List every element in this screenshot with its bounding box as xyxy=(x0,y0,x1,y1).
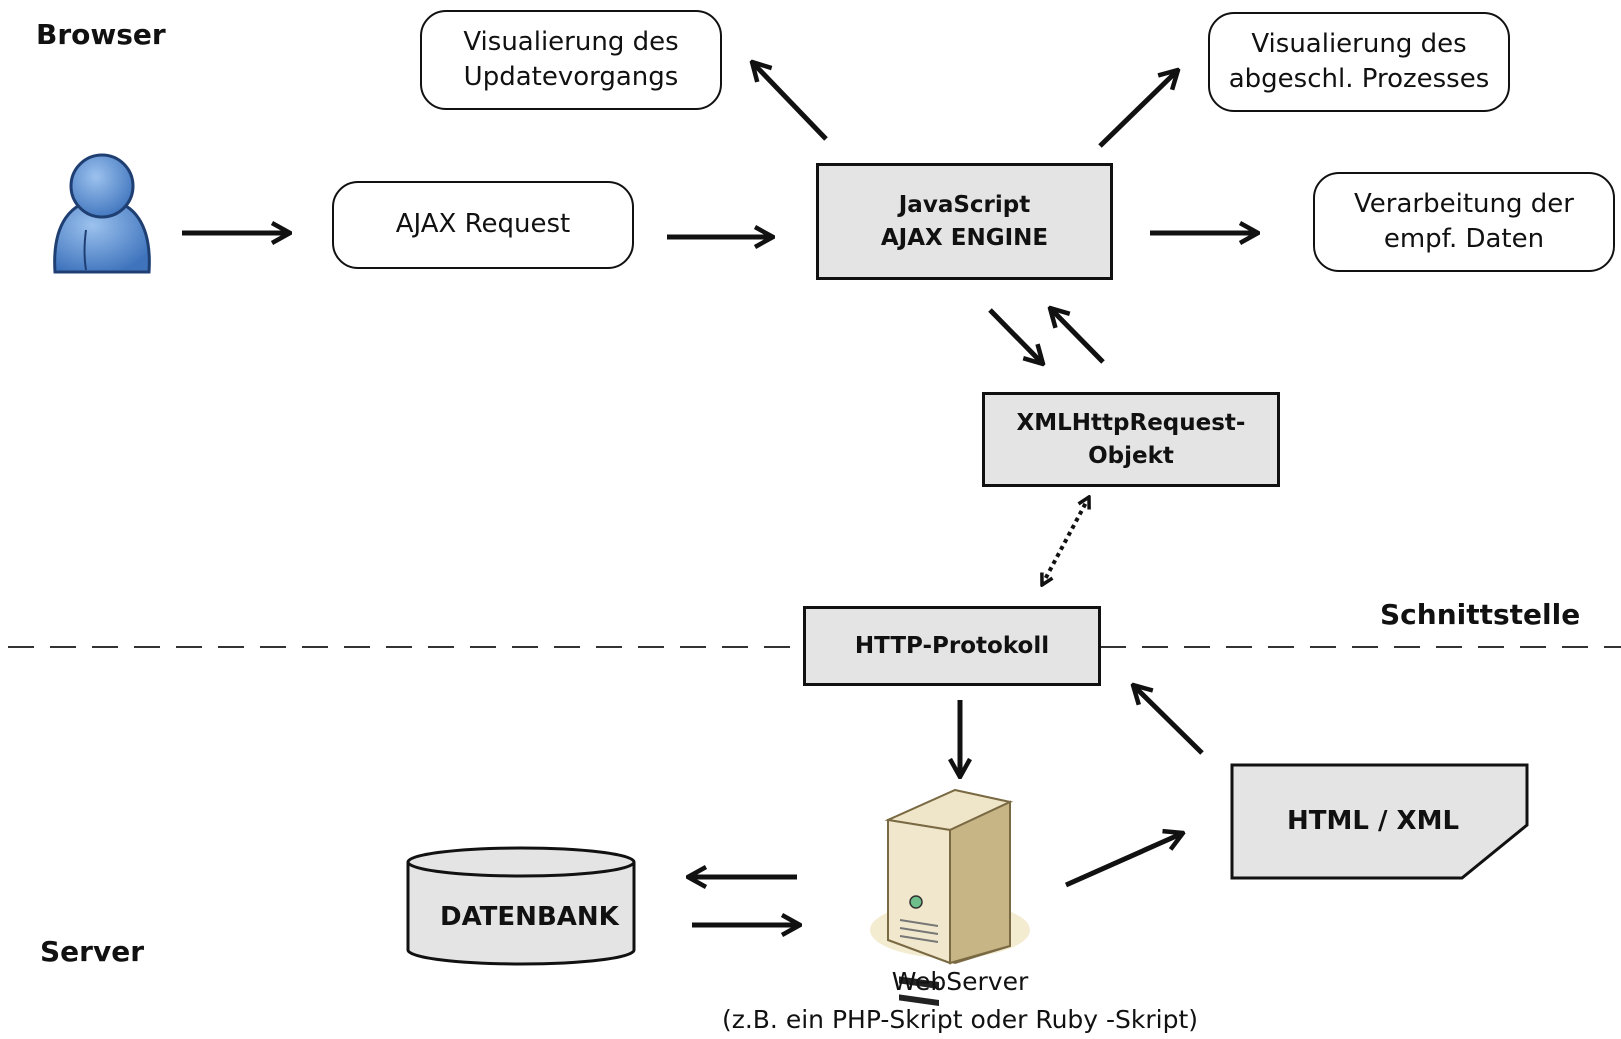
node-processing-line2: empf. Daten xyxy=(1383,224,1545,254)
node-database-label: DATENBANK xyxy=(440,902,619,932)
node-processing: Verarbeitung der empf. Daten xyxy=(1313,172,1615,272)
node-vis-update-line2: Updatevorgangs xyxy=(463,62,679,92)
browser-zone-label: Browser xyxy=(36,18,166,51)
node-ajax-engine-line2: AJAX ENGINE xyxy=(880,224,1049,251)
server-tower-icon xyxy=(870,788,1030,1006)
interface-zone-label: Schnittstelle xyxy=(1380,598,1581,631)
node-vis-done: Visualierung des abgeschl. Prozesses xyxy=(1208,12,1510,112)
node-http-protocol: HTTP-Protokoll xyxy=(803,606,1101,686)
node-ajax-engine: JavaScript AJAX ENGINE xyxy=(816,163,1113,280)
arrow-xhr-http-dotted xyxy=(1042,497,1089,585)
node-ajax-request: AJAX Request xyxy=(332,181,634,269)
server-zone-label: Server xyxy=(40,935,145,968)
arrow-xhr-to-engine xyxy=(1050,308,1105,364)
arrow-webserver-to-htmlxml xyxy=(1064,833,1183,888)
node-xhr-line2: Objekt xyxy=(1088,442,1174,469)
arrow-engine-to-vis-update xyxy=(752,62,828,141)
node-processing-line1: Verarbeitung der xyxy=(1354,188,1574,219)
node-xhr-object: XMLHttpRequest- Objekt xyxy=(982,392,1280,487)
node-vis-update-line1: Visualierung des xyxy=(463,26,679,57)
node-vis-update: Visualierung des Updatevorgangs xyxy=(420,10,722,110)
node-vis-done-line2: abgeschl. Prozesses xyxy=(1228,64,1490,94)
node-vis-done-line1: Visualierung des xyxy=(1251,28,1467,59)
node-webserver-caption: WebServer (z.B. ein PHP-Skript oder Ruby… xyxy=(700,963,1220,1038)
arrow-engine-to-vis-done xyxy=(1098,70,1178,148)
node-xhr-line1: XMLHttpRequest- xyxy=(1016,410,1246,437)
user-icon xyxy=(53,153,151,274)
node-ajax-engine-line1: JavaScript xyxy=(898,192,1031,219)
webserver-caption-line1: WebServer xyxy=(891,967,1029,996)
node-html-xml-label: HTML / XML xyxy=(1287,806,1460,836)
webserver-caption-line2: (z.B. ein PHP-Skript oder Ruby -Skript) xyxy=(721,1004,1199,1034)
html-xml-document-shape xyxy=(1230,763,1529,880)
arrow-htmlxml-to-http xyxy=(1133,685,1204,755)
node-http-label: HTTP-Protokoll xyxy=(854,632,1050,659)
arrow-engine-to-xhr xyxy=(988,308,1043,364)
database-cylinder-icon xyxy=(406,846,636,966)
node-ajax-request-label: AJAX Request xyxy=(395,209,571,240)
